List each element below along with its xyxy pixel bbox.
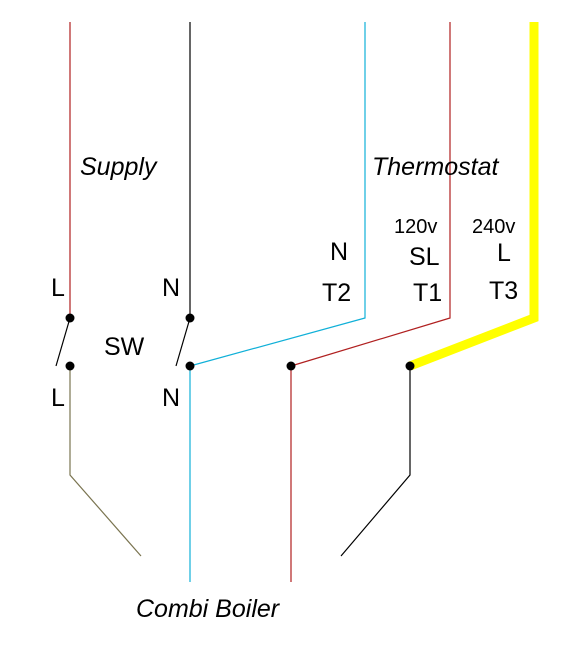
supply-neutral-bottom-label: N (162, 384, 180, 412)
supply-neutral-top-label: N (162, 274, 180, 302)
thermostat-240v-label: 240v (472, 216, 515, 238)
boiler-thermostat-live-wire (340, 366, 411, 557)
supply-live-top-label: L (51, 274, 65, 302)
thermostat-sl-label: SL (409, 243, 440, 271)
thermostat-neutral-wire (189, 22, 366, 582)
switch-neutral-blade (175, 317, 191, 367)
thermostat-l-label: L (497, 239, 511, 267)
terminal-dot-supply-live-top (65, 313, 75, 323)
thermostat-label: Thermostat (372, 153, 499, 181)
terminal-dot-supply-live-bottom (65, 361, 75, 371)
thermostat-t2-label: T2 (322, 279, 351, 307)
terminal-dot-t1 (286, 361, 296, 371)
terminal-dot-supply-neutral-top (185, 313, 195, 323)
switch-label: SW (104, 333, 145, 361)
thermostat-t1-label: T1 (413, 279, 442, 307)
switch-live-blade (55, 317, 71, 367)
boiler-live-wire (69, 366, 142, 557)
combi-boiler-label: Combi Boiler (136, 595, 281, 623)
supply-label: Supply (80, 153, 158, 181)
thermostat-switched-live-wire (290, 22, 451, 582)
terminal-dot-t3 (405, 361, 415, 371)
thermostat-live-wire (408, 22, 539, 371)
supply-live-bottom-label: L (51, 384, 65, 412)
thermostat-120v-label: 120v (394, 216, 437, 238)
thermostat-t3-label: T3 (489, 277, 518, 305)
thermostat-neutral-label: N (330, 238, 348, 266)
terminal-dot-supply-neutral-bottom (185, 361, 195, 371)
